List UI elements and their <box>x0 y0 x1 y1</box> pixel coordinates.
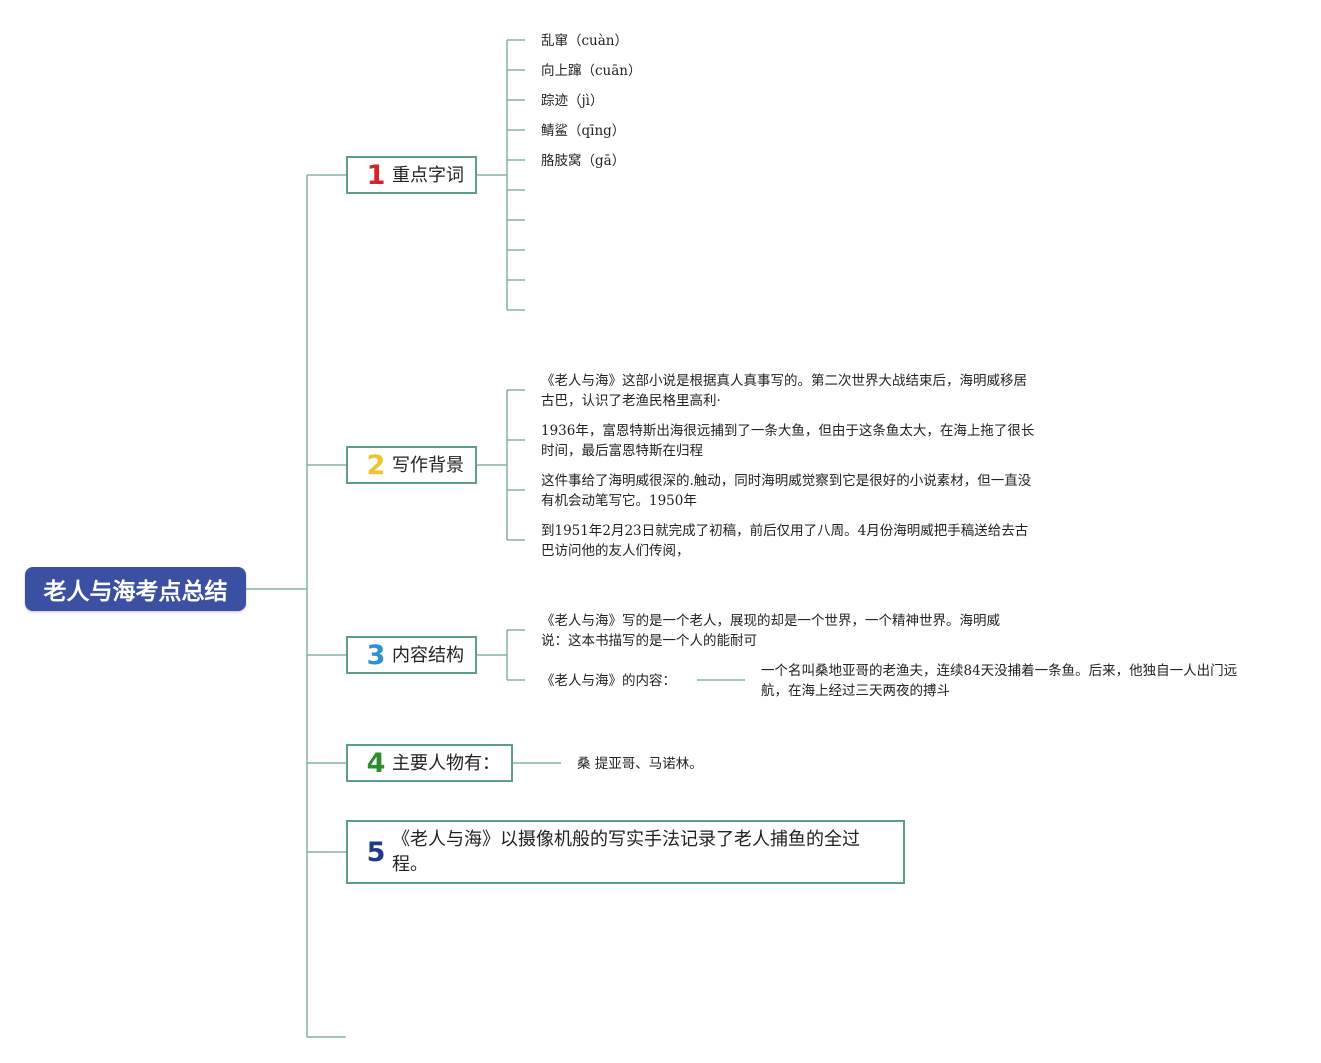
topic-label: 重点字词 <box>392 164 464 186</box>
leaf-word[interactable]: 向上蹿（cuān） <box>541 63 642 79</box>
leaf-background[interactable]: 《老人与海》这部小说是根据真人真事写的。第二次世界大战结束后，海明威移居古巴，认… <box>541 373 1027 409</box>
topic-writing-background[interactable]: 2 写作背景 <box>346 446 477 484</box>
topic-number-2: 2 <box>366 449 386 481</box>
leaf-characters[interactable]: 桑 提亚哥、马诺林。 <box>577 756 703 772</box>
leaf-content-summary[interactable]: 一个名叫桑地亚哥的老渔夫，连续84天没捕着一条鱼。后来，他独自一人出门远航，在海… <box>761 663 1238 699</box>
leaf-background[interactable]: 1936年，富恩特斯出海很远捕到了一条大鱼，但由于这条鱼太大，在海上拖了很长时间… <box>541 423 1035 459</box>
root-title: 老人与海考点总结 <box>43 579 228 605</box>
leaf-word[interactable]: 胳肢窝（gā） <box>541 153 626 169</box>
leaf-background[interactable]: 到1951年2月23日就完成了初稿，前后仅用了八周。4月份海明威把手稿送给去古巴… <box>541 523 1029 559</box>
topic-number-1: 1 <box>366 159 386 191</box>
topic-number-5: 5 <box>366 836 386 868</box>
topic-main-characters[interactable]: 4 主要人物有： <box>346 744 513 782</box>
topic-content-structure[interactable]: 3 内容结构 <box>346 636 477 674</box>
topic-label: 主要人物有： <box>392 752 500 774</box>
leaf-content-label[interactable]: 《老人与海》的内容： <box>541 673 676 689</box>
topic-label: 写作背景 <box>392 454 464 476</box>
leaf-word[interactable]: 鲭鲨（qīng） <box>541 123 626 139</box>
topic-label: 内容结构 <box>392 644 464 666</box>
topic-number-3: 3 <box>366 639 386 671</box>
root-topic[interactable]: 老人与海考点总结 <box>25 567 246 611</box>
topic-label: 《老人与海》以摄像机般的写实手法记录了老人捕鱼的全过程。 <box>392 829 860 875</box>
leaf-word[interactable]: 踪迹（jì） <box>541 93 604 109</box>
leaf-word[interactable]: 乱窜（cuàn） <box>541 33 628 49</box>
topic-key-words[interactable]: 1 重点字词 <box>346 156 477 194</box>
leaf-background[interactable]: 这件事给了海明威很深的.触动，同时海明威觉察到它是很好的小说素材，但一直没有机会… <box>541 473 1032 509</box>
topic-number-4: 4 <box>366 747 386 779</box>
leaf-structure[interactable]: 《老人与海》写的是一个老人，展现的却是一个世界，一个精神世界。海明威说：这本书描… <box>541 613 1000 649</box>
topic-writing-technique[interactable]: 5 《老人与海》以摄像机般的写实手法记录了老人捕鱼的全过程。 <box>346 820 905 884</box>
